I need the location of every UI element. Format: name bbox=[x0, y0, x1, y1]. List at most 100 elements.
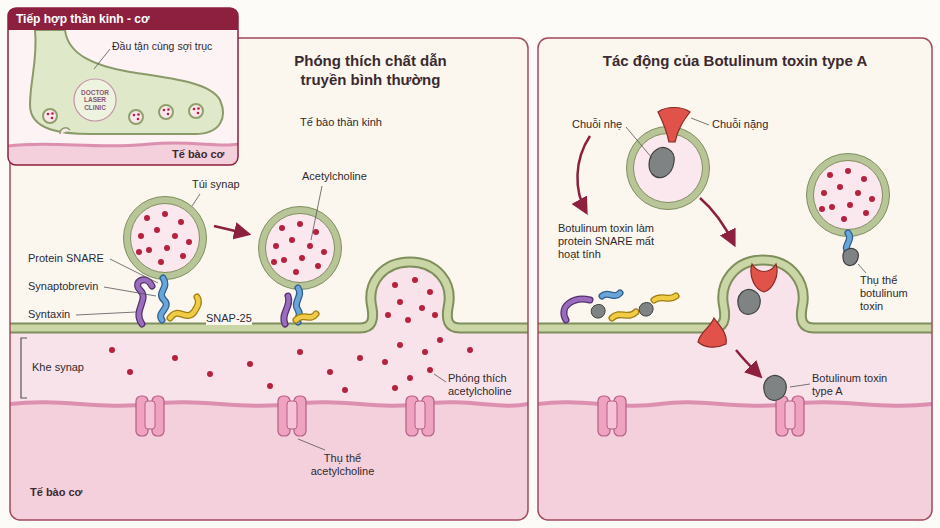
released-acetylcholine-part bbox=[382, 359, 388, 365]
released-toxin bbox=[764, 376, 786, 401]
muscle-membrane bbox=[538, 402, 932, 405]
inset-header-bar bbox=[8, 8, 238, 30]
synaptic-vesicles bbox=[124, 197, 342, 290]
inset-muscle bbox=[8, 143, 238, 165]
released-acetylcholine-part bbox=[412, 277, 418, 283]
blocked-vesicle-part bbox=[843, 248, 858, 265]
leader-lines bbox=[76, 186, 446, 450]
released-acetylcholine-part bbox=[357, 355, 363, 361]
released-acetylcholine-part bbox=[427, 367, 433, 373]
part-label: Phóng thích acetylcholine bbox=[448, 372, 526, 398]
leader-lines-part bbox=[434, 374, 446, 382]
part-label: Tế bào cơ bbox=[30, 486, 82, 499]
panel-border bbox=[10, 38, 528, 520]
released-acetylcholine-part bbox=[172, 355, 178, 361]
acetylcholine-receptors bbox=[136, 396, 434, 436]
leader-lines-part bbox=[790, 384, 810, 387]
released-acetylcholine-part bbox=[392, 282, 398, 288]
snare-proteins-part bbox=[138, 280, 152, 324]
leader-lines-part bbox=[110, 259, 158, 283]
panel-border bbox=[538, 38, 932, 520]
vesicle-move-arrow bbox=[214, 226, 248, 234]
released-acetylcholine-part bbox=[437, 337, 443, 343]
leader-lines-part bbox=[626, 127, 652, 158]
inset-muscle-edge bbox=[8, 143, 238, 146]
leader-line bbox=[94, 49, 110, 69]
process-arrows-part bbox=[700, 198, 734, 244]
released-acetylcholine-part bbox=[385, 312, 391, 318]
inset-vesicles bbox=[43, 104, 203, 124]
cleaved-snare-fragments bbox=[564, 293, 676, 320]
part-label: Botulinum toxin type A bbox=[812, 372, 892, 398]
snare-proteins-part bbox=[296, 314, 316, 320]
released-acetylcholine-part bbox=[419, 305, 425, 311]
released-acetylcholine-part bbox=[397, 299, 403, 305]
part-label: SNAP-25 bbox=[206, 312, 252, 325]
synaptic-vesicles-part bbox=[259, 207, 342, 290]
leader-lines-part bbox=[76, 312, 136, 315]
part-label: Khe synap bbox=[32, 361, 84, 374]
acetylcholine-receptors-part bbox=[776, 396, 804, 436]
watermark: DOCTOR LASER CLINIC bbox=[75, 89, 115, 111]
part-label: Chuỗi nặng bbox=[712, 118, 768, 131]
synaptic-vesicles-part-part bbox=[259, 207, 342, 290]
cleaved-snare-fragments-part bbox=[612, 312, 636, 318]
released-acetylcholine-part bbox=[397, 342, 403, 348]
panel-title: Tác động của Botulinum toxin type A bbox=[548, 52, 922, 71]
part-label: Tế bào thần kinh bbox=[300, 116, 382, 129]
released-acetylcholine-part bbox=[267, 383, 273, 389]
toxin-in-vesicle bbox=[738, 264, 777, 314]
acetylcholine-receptors bbox=[598, 396, 804, 436]
cleaved-snare-fragments-part bbox=[654, 296, 676, 300]
inset-panel: Tiếp hợp thần kinh - cơ bbox=[8, 8, 238, 165]
presynaptic-membrane bbox=[538, 260, 932, 328]
synaptic-vesicles-part bbox=[124, 197, 207, 280]
part-label: Đầu tận cùng sợi trục bbox=[112, 40, 212, 53]
part-label: Thụ thể acetylcholine bbox=[300, 452, 385, 478]
released-acetylcholine bbox=[109, 277, 473, 393]
part-label: Syntaxin bbox=[28, 308, 70, 321]
inset-vesicles-part bbox=[189, 104, 203, 118]
inset-vesicles-part bbox=[43, 109, 57, 123]
inset-title: Tiếp hợp thần kinh - cơ bbox=[8, 8, 158, 30]
blocked-vesicle bbox=[807, 154, 890, 266]
acetylcholine-receptors-part bbox=[598, 396, 626, 436]
leader-lines-part bbox=[104, 287, 156, 296]
acetylcholine-receptors-part bbox=[136, 396, 164, 436]
released-acetylcholine-part bbox=[427, 289, 433, 295]
blocked-vesicle-part-part bbox=[819, 168, 875, 222]
synaptic-cleft bbox=[538, 260, 932, 412]
released-acetylcholine-part bbox=[407, 375, 413, 381]
part-label: Chuỗi nhẹ bbox=[572, 118, 622, 131]
process-arrows-part bbox=[577, 136, 590, 212]
cleaved-snare-fragments-part bbox=[654, 296, 676, 300]
snare-proteins-part bbox=[170, 297, 198, 318]
released-toxin-part bbox=[764, 376, 786, 401]
leader-lines-part bbox=[691, 118, 709, 125]
synaptic-vesicles-part-part bbox=[271, 221, 327, 275]
synaptic-cleft bbox=[10, 262, 528, 412]
inset-scene bbox=[8, 8, 238, 166]
botulinum-receptor bbox=[698, 318, 726, 347]
muscle-cell bbox=[10, 402, 528, 520]
panel-title: Phóng thích chất dẫn truyền bình thường bbox=[283, 52, 458, 90]
snare-proteins-part bbox=[170, 297, 198, 318]
normal-release-scene-part bbox=[10, 38, 528, 520]
synaptic-vesicles-part-part bbox=[124, 197, 207, 280]
cleaved-snare-fragments-part bbox=[564, 299, 590, 320]
cleft-bracket bbox=[21, 338, 27, 398]
snare-proteins-part bbox=[161, 278, 167, 320]
part-label: Túi synap bbox=[192, 178, 240, 191]
snare-proteins-part bbox=[161, 278, 167, 320]
released-acetylcholine-part bbox=[297, 349, 303, 355]
inset-vesicles-part bbox=[159, 105, 173, 119]
botox-scene-part bbox=[538, 38, 932, 520]
toxin-in-vesicle-part bbox=[738, 290, 760, 315]
released-acetylcholine-part bbox=[422, 349, 428, 355]
inset-fusion bbox=[60, 128, 70, 134]
leader-lines-part bbox=[311, 186, 322, 240]
released-acetylcholine-part bbox=[432, 312, 438, 318]
